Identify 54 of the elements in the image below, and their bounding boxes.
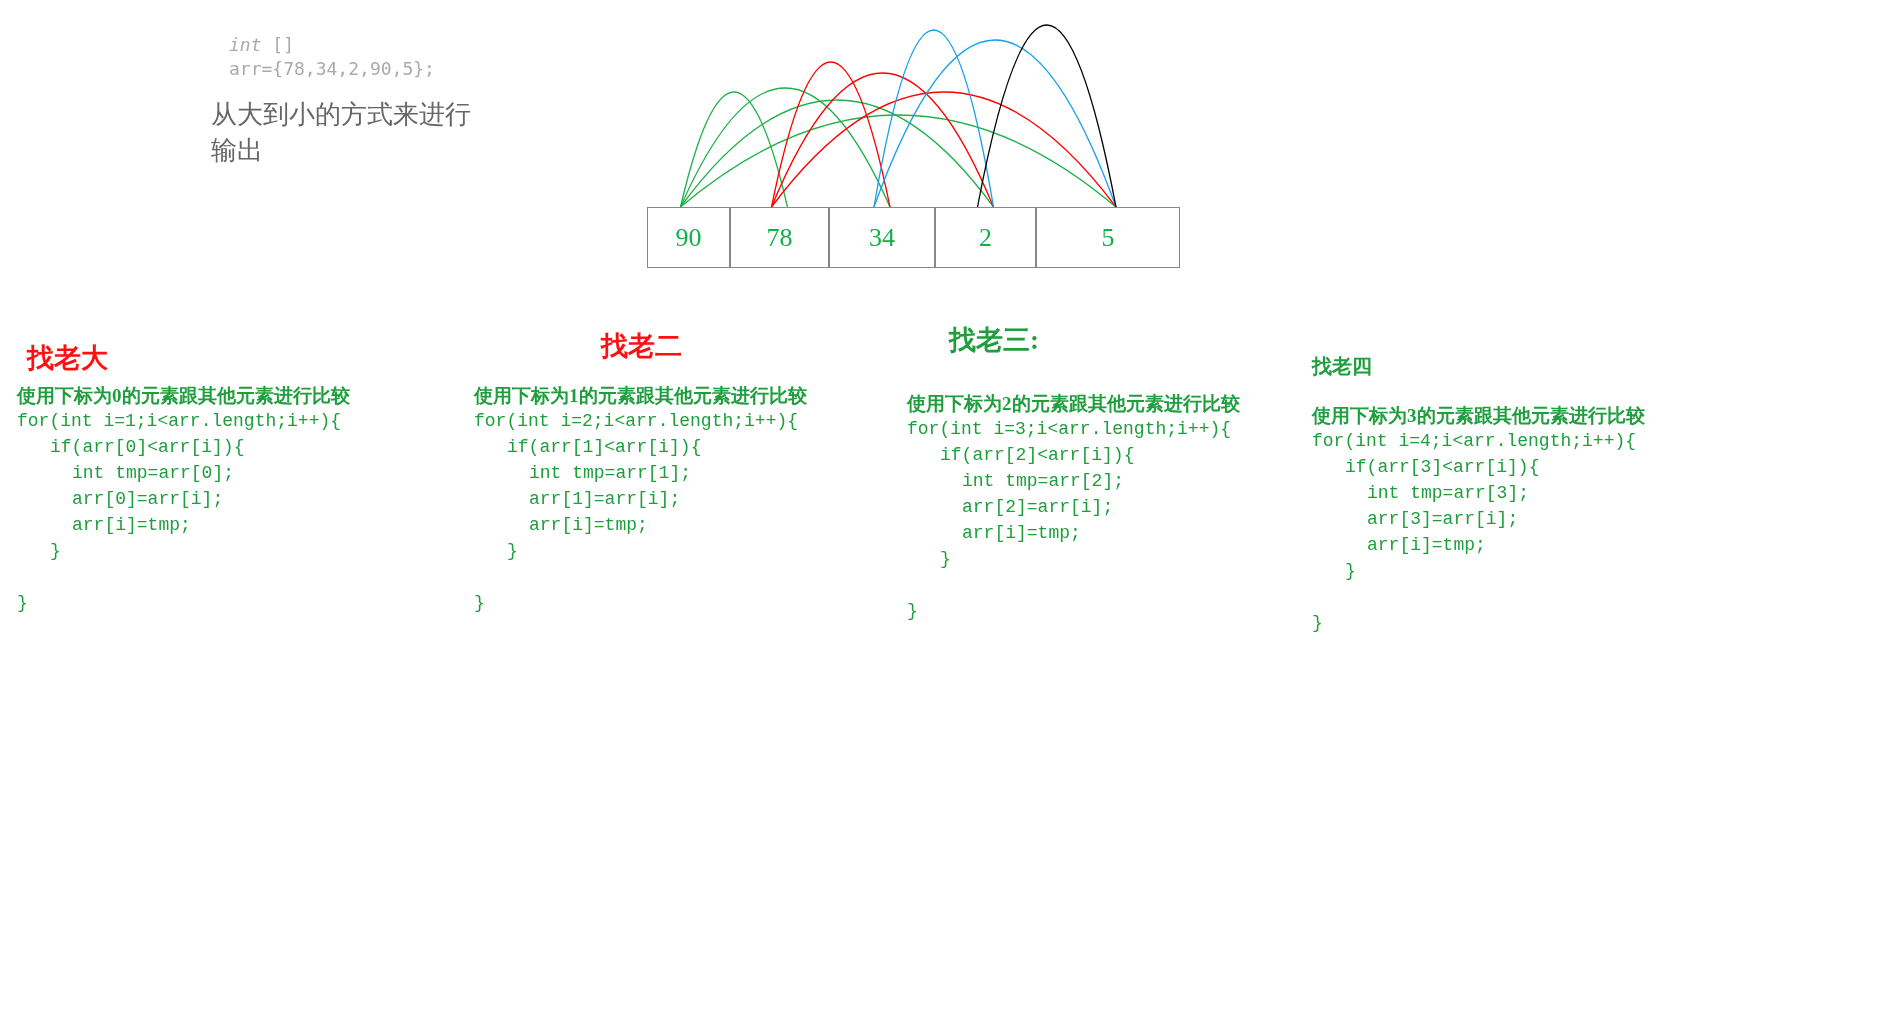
comparison-arc — [679, 91, 789, 208]
section-heading: 找老三: — [949, 324, 1039, 357]
code-line: int tmp=arr[1]; — [529, 463, 692, 485]
comparison-arc — [770, 72, 995, 208]
code-line: for(int i=3;i<arr.length;i++){ — [907, 419, 1232, 441]
code-line: arr[i]=tmp; — [962, 523, 1081, 545]
array-cell: 34 — [829, 207, 935, 268]
code-line: for(int i=2;i<arr.length;i++){ — [474, 411, 799, 433]
code-line: int [] — [229, 34, 295, 56]
code-line: int tmp=arr[3]; — [1367, 483, 1530, 505]
array-cell: 90 — [647, 207, 730, 268]
code-line: arr[3]=arr[i]; — [1367, 509, 1519, 531]
description-text: 使用下标为2的元素跟其他元素进行比较 — [907, 393, 1240, 416]
section-heading: 找老二 — [601, 330, 682, 363]
comparison-arc — [873, 29, 995, 208]
code-line: } — [50, 541, 61, 563]
code-line: } — [507, 541, 518, 563]
comparison-arc — [770, 91, 1117, 208]
code-line: int tmp=arr[0]; — [72, 463, 235, 485]
code-line: } — [1345, 561, 1356, 583]
description-text: 使用下标为1的元素跟其他元素进行比较 — [474, 385, 807, 408]
code-line: arr[i]=tmp; — [72, 515, 191, 537]
code-line: if(arr[0]<arr[i]){ — [50, 437, 245, 459]
code-line: arr[0]=arr[i]; — [72, 489, 224, 511]
section-heading: 找老大 — [27, 342, 108, 375]
code-line: arr[1]=arr[i]; — [529, 489, 681, 511]
code-line: for(int i=4;i<arr.length;i++){ — [1312, 431, 1637, 453]
comparison-arc — [873, 39, 1117, 208]
array-cell: 5 — [1036, 207, 1180, 268]
description-text: 使用下标为0的元素跟其他元素进行比较 — [17, 385, 350, 408]
code-line: } — [17, 593, 28, 615]
description-text: 使用下标为3的元素跟其他元素进行比较 — [1312, 405, 1645, 428]
code-line: for(int i=1;i<arr.length;i++){ — [17, 411, 342, 433]
array-cell: 2 — [935, 207, 1036, 268]
comparison-arc — [679, 114, 1117, 208]
section-heading: 找老四 — [1312, 354, 1372, 378]
comparison-arc — [679, 99, 995, 208]
code-line: } — [1312, 613, 1323, 635]
comparison-arc — [976, 24, 1117, 208]
code-line: if(arr[3]<arr[i]){ — [1345, 457, 1540, 479]
code-line: if(arr[2]<arr[i]){ — [940, 445, 1135, 467]
code-line: } — [940, 549, 951, 571]
comparison-arc — [770, 61, 891, 208]
code-line: int tmp=arr[2]; — [962, 471, 1125, 493]
code-line: arr[2]=arr[i]; — [962, 497, 1114, 519]
note-text: 从大到小的方式来进行输出 — [211, 98, 472, 167]
code-line: } — [474, 593, 485, 615]
array-cell: 78 — [730, 207, 829, 268]
code-line: arr[i]=tmp; — [529, 515, 648, 537]
code-line: arr[i]=tmp; — [1367, 535, 1486, 557]
code-line: if(arr[1]<arr[i]){ — [507, 437, 702, 459]
comparison-arc — [679, 87, 891, 208]
code-line: } — [907, 601, 918, 623]
code-line: arr={78,34,2,90,5}; — [229, 58, 435, 80]
